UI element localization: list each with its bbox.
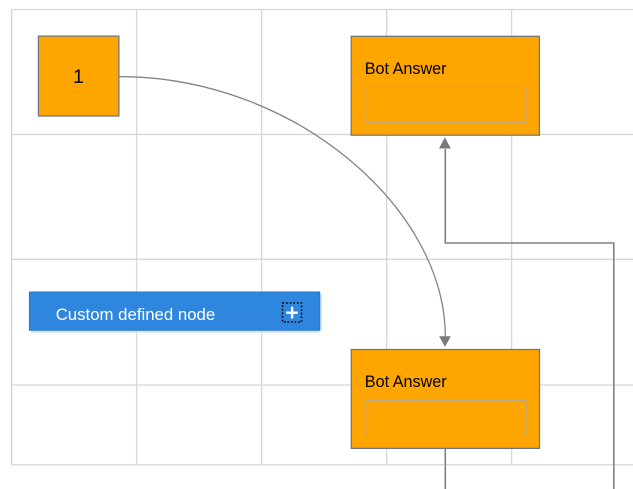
svg-text:Bot Answer: Bot Answer bbox=[365, 373, 447, 391]
svg-text:1: 1 bbox=[73, 66, 84, 88]
svg-text:Bot Answer: Bot Answer bbox=[365, 60, 447, 78]
svg-text:Custom defined node: Custom defined node bbox=[56, 305, 216, 324]
